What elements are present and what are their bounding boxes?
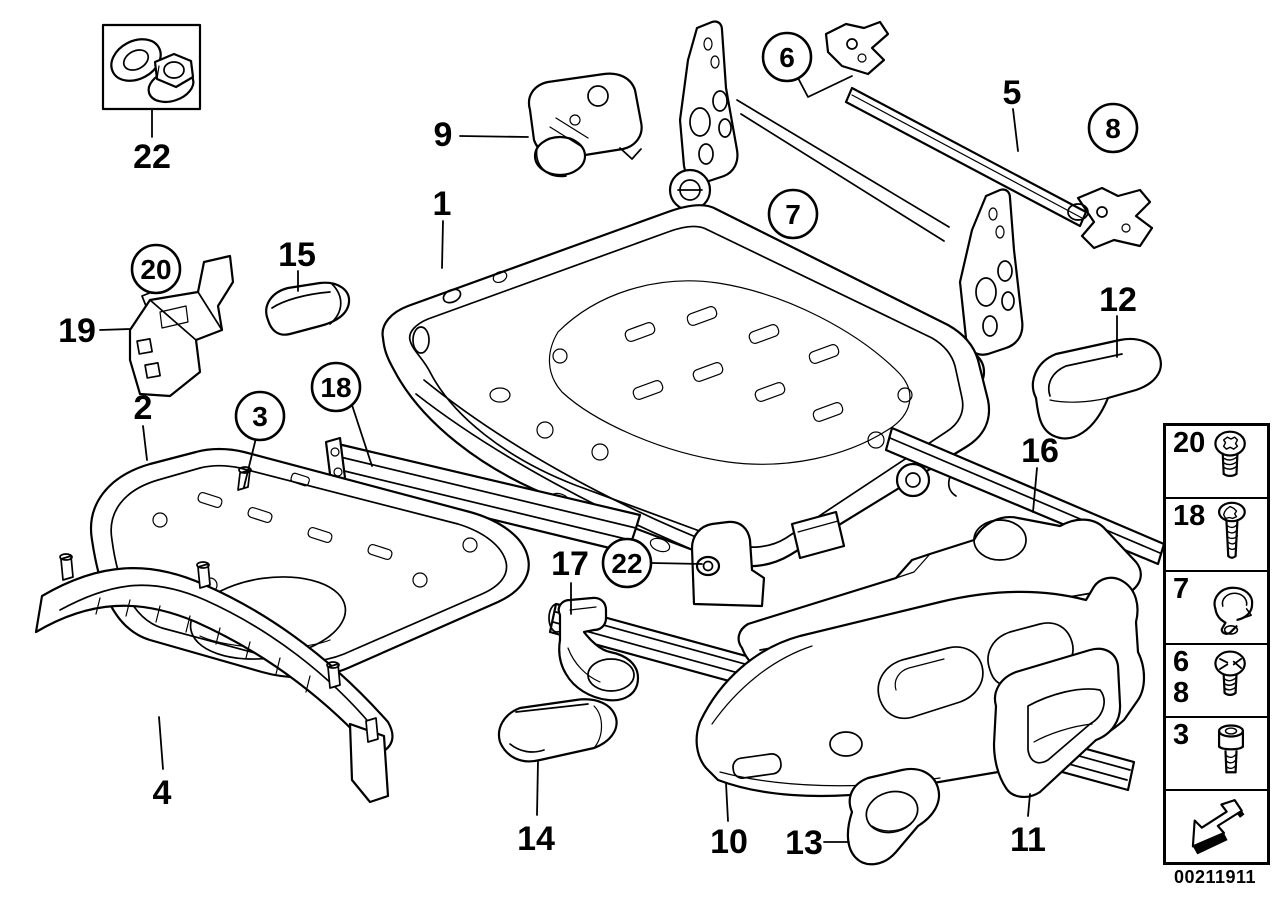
torx-pan-screw-icon xyxy=(1196,501,1266,567)
part-4-front-trim xyxy=(34,553,394,804)
hardware-kit-box xyxy=(101,23,202,111)
phillips-screw-icon xyxy=(1196,647,1266,713)
part-15-cover xyxy=(265,281,351,336)
svg-text:4: 4 xyxy=(153,774,172,812)
callout-13[interactable]: 13 xyxy=(785,824,850,862)
legend-cell-6-8[interactable]: 6 8 xyxy=(1166,643,1267,716)
legend-number: 6 xyxy=(1173,646,1190,678)
legend-number: 18 xyxy=(1173,500,1206,532)
legend-number: 3 xyxy=(1173,719,1190,751)
socket-head-screw-icon xyxy=(1196,720,1266,786)
callout-5[interactable]: 5 xyxy=(1003,74,1022,152)
part-5-crossbar xyxy=(824,20,1154,250)
svg-text:13: 13 xyxy=(785,824,823,862)
callout-4[interactable]: 4 xyxy=(153,716,172,812)
svg-text:14: 14 xyxy=(517,820,555,858)
part-14-cover xyxy=(497,698,618,763)
part-9-bracket xyxy=(527,72,643,178)
svg-text:9: 9 xyxy=(434,116,453,154)
callout-10[interactable]: 10 xyxy=(710,782,748,861)
svg-text:2: 2 xyxy=(134,389,153,427)
washer-icon xyxy=(110,38,162,82)
part-13-handle xyxy=(846,767,941,866)
legend-cell-3[interactable]: 3 xyxy=(1166,716,1267,789)
spring-clip-icon xyxy=(1196,574,1266,640)
svg-text:22: 22 xyxy=(133,138,171,176)
part-17-clip xyxy=(557,596,640,702)
svg-text:8: 8 xyxy=(1105,113,1121,144)
legend-number: 8 xyxy=(1173,677,1190,709)
rail-nut-22 xyxy=(695,555,721,577)
svg-text:5: 5 xyxy=(1003,74,1022,112)
legend-cell-direction[interactable] xyxy=(1166,789,1267,862)
direction-arrow-icon xyxy=(1172,793,1260,857)
legend-cell-20[interactable]: 20 xyxy=(1166,426,1267,497)
callout-22-hardware-box[interactable]: 22 xyxy=(133,109,171,176)
callout-11[interactable]: 11 xyxy=(1010,793,1046,859)
callout-3[interactable]: 3 xyxy=(234,390,286,488)
legend-cell-7[interactable]: 7 xyxy=(1166,570,1267,643)
callout-14[interactable]: 14 xyxy=(517,760,555,858)
callout-2[interactable]: 2 xyxy=(134,389,153,461)
svg-text:15: 15 xyxy=(278,236,316,274)
svg-text:10: 10 xyxy=(710,823,748,861)
svg-text:12: 12 xyxy=(1099,281,1137,319)
callout-22[interactable]: 22 xyxy=(601,537,703,589)
callout-17[interactable]: 17 xyxy=(551,545,589,615)
svg-text:18: 18 xyxy=(320,372,351,403)
fastener-legend: 20 18 7 6 8 3 xyxy=(1163,423,1270,865)
callout-16[interactable]: 16 xyxy=(1021,432,1059,513)
svg-text:3: 3 xyxy=(252,401,268,432)
callout-18[interactable]: 18 xyxy=(310,361,373,467)
callout-15[interactable]: 15 xyxy=(278,236,316,292)
callout-9[interactable]: 9 xyxy=(434,116,529,154)
callout-7[interactable]: 7 xyxy=(767,188,819,240)
part-11-handle xyxy=(992,647,1122,798)
legend-number: 20 xyxy=(1173,427,1206,459)
callout-8[interactable]: 8 xyxy=(1087,102,1139,154)
svg-text:11: 11 xyxy=(1010,821,1046,859)
svg-text:1: 1 xyxy=(433,185,452,223)
callout-12[interactable]: 12 xyxy=(1099,281,1137,358)
svg-text:20: 20 xyxy=(140,254,171,285)
callout-19[interactable]: 19 xyxy=(58,312,131,350)
part-12-trim xyxy=(1031,337,1162,440)
legend-cell-18[interactable]: 18 xyxy=(1166,497,1267,570)
trim-stud xyxy=(59,553,341,689)
part-19-bracket xyxy=(128,254,235,398)
doc-number: 00211911 xyxy=(1173,867,1257,887)
svg-text:17: 17 xyxy=(551,545,589,583)
callout-6[interactable]: 6 xyxy=(761,31,853,98)
svg-text:19: 19 xyxy=(58,312,96,350)
callout-20[interactable]: 20 xyxy=(130,243,182,295)
svg-text:16: 16 xyxy=(1021,432,1059,470)
callout-1[interactable]: 1 xyxy=(433,185,452,269)
svg-text:22: 22 xyxy=(611,548,642,579)
svg-text:6: 6 xyxy=(779,42,795,73)
svg-text:7: 7 xyxy=(785,199,801,230)
legend-number: 7 xyxy=(1173,573,1190,605)
flange-nut-icon xyxy=(147,52,195,104)
torx-button-screw-icon xyxy=(1196,428,1266,494)
